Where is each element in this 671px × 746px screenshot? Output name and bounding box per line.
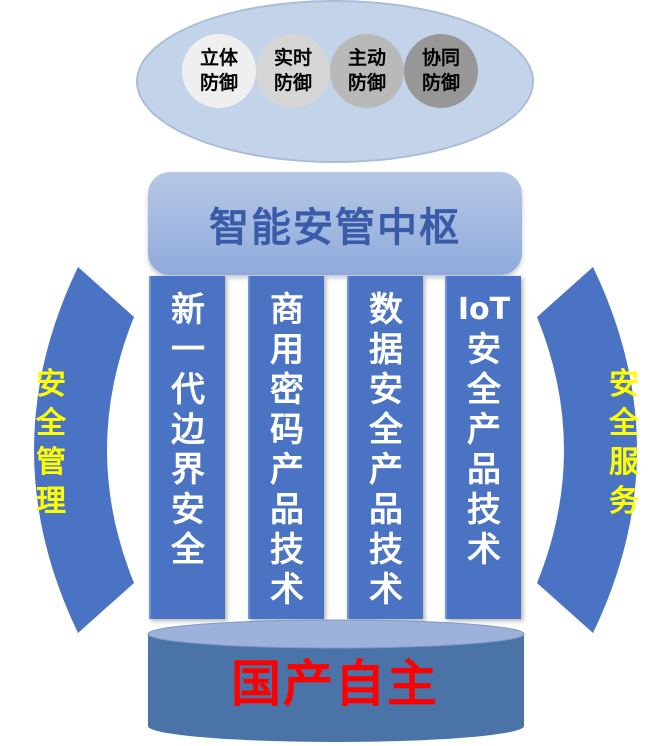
defense-circle-line2: 防御 [347,72,386,94]
pillar-char: 安 [467,330,501,370]
base-cylinder [147,619,525,742]
left-arc-label: 安 全 管 理 [31,365,71,521]
pillar-char: 品 [369,490,403,530]
base-label: 国产自主 [231,655,439,713]
pillar-char: 品 [270,490,304,530]
pillar-char: 码 [270,410,304,450]
pillar-next-gen-boundary: 新 一 代 边 界 安 全 [149,276,225,619]
right-arc-char: 服 [609,445,639,480]
defense-circle-realtime: 实时 防御 [256,34,330,108]
pillar-char: 产 [270,450,304,490]
defense-circle-line2: 防御 [273,72,312,94]
left-arc-char: 理 [36,484,66,519]
pillar-char: 术 [270,570,304,610]
pillar-char: 密 [270,370,304,410]
pillar-char: 安 [369,370,403,410]
pillar-char: 一 [171,330,205,370]
defense-circle-active: 主动 防御 [330,34,404,108]
pillar-char: 数 [369,290,403,330]
defense-circle-line1: 协同 [421,47,460,69]
security-hub-label: 智能安管中枢 [209,204,461,251]
defense-circle-line2: 防御 [421,72,460,94]
pillar-char: 代 [171,370,205,410]
pillar-char: 技 [270,530,304,570]
pillar-char: 据 [369,330,403,370]
pillar-char: 技 [369,530,403,570]
pillar-char: 术 [369,570,403,610]
pillar-data-security: 数 据 安 全 产 品 技 术 [347,276,423,619]
right-arc-shape [537,267,637,633]
pillar-char: 用 [270,330,304,370]
defense-circle-line2: 防御 [199,72,238,94]
pillar-char: 品 [467,450,501,490]
pillar-char: 术 [467,530,501,570]
defense-circle-collaborative: 协同 防御 [404,34,478,108]
pillar-char: 新 [171,290,205,330]
pillar-char: 产 [467,410,501,450]
left-arc-char: 管 [36,445,66,480]
right-arc-char: 务 [609,484,639,519]
pillar-char: 产 [369,450,403,490]
defense-circle-line1: 主动 [347,47,386,69]
right-arc-label: 安 全 服 务 [604,365,644,521]
left-arc-shape [34,267,134,633]
pillar-char: 安 [171,490,205,530]
pillar-char: 技 [467,490,501,530]
pillar-iot-security: IoT 安 全 产 品 技 术 [445,276,521,619]
pillar-char: 全 [369,410,403,450]
defense-circle-line1: 实时 [273,47,312,69]
pillar-char: 界 [171,450,205,490]
pillar-char: 全 [467,370,501,410]
pillar-char: 商 [270,290,304,330]
left-arc-char: 全 [36,406,66,441]
left-arc-char: 安 [36,367,66,402]
defense-circle-line1: 立体 [199,47,238,69]
pillar-char: IoT [457,292,511,327]
right-arc-char: 全 [609,406,639,441]
pillar-char: 边 [171,410,205,450]
pillar-commercial-crypto: 商 用 密 码 产 品 技 术 [248,276,324,619]
right-arc-char: 安 [609,367,639,402]
security-hub-bar: 智能安管中枢 [148,172,522,275]
defense-circle-stereo: 立体 防御 [182,34,256,108]
pillar-char: 全 [171,530,205,570]
